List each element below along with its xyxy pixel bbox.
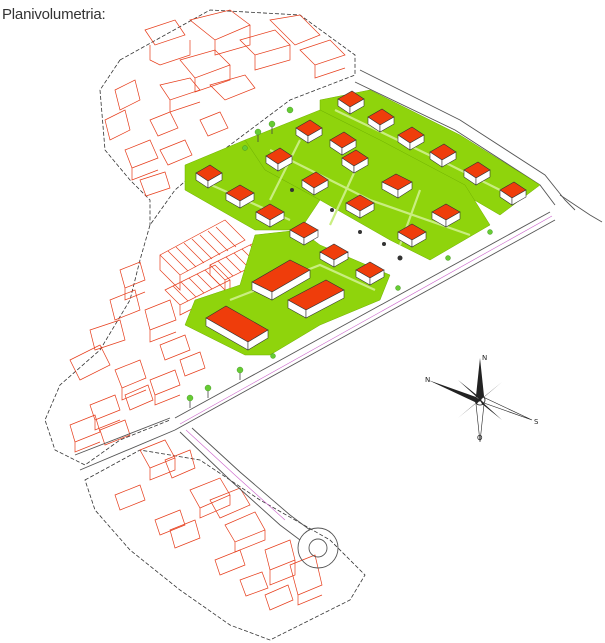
compass-label-n: N xyxy=(482,354,487,362)
page-title: Planivolumetria: xyxy=(2,6,106,23)
house-20 xyxy=(319,243,349,268)
long-building-3 xyxy=(205,305,269,351)
house-8 xyxy=(329,131,357,156)
long-building-1 xyxy=(251,259,311,301)
house-14 xyxy=(225,184,255,209)
house-2 xyxy=(367,108,395,133)
compass-label-n2: N xyxy=(425,376,430,384)
house-13 xyxy=(381,173,413,199)
compass-label-o: O xyxy=(477,434,483,442)
existing-area-boundary xyxy=(44,9,366,641)
house-17 xyxy=(255,203,285,228)
house-10 xyxy=(341,149,369,174)
house-18 xyxy=(289,221,319,246)
trees xyxy=(186,106,493,402)
house-9 xyxy=(265,147,293,172)
house-11 xyxy=(195,164,223,189)
house-21 xyxy=(355,261,385,286)
new-buildings xyxy=(195,90,527,351)
house-15 xyxy=(345,194,375,219)
house-3 xyxy=(397,126,425,151)
compass-rose-icon: N O N S xyxy=(425,354,539,443)
house-12 xyxy=(301,171,329,196)
compass-label-s: S xyxy=(534,418,539,426)
existing-buildings xyxy=(69,9,346,611)
house-1 xyxy=(337,90,365,115)
parking xyxy=(290,188,403,261)
house-5 xyxy=(463,161,491,186)
house-7 xyxy=(295,119,323,144)
tree-trunks xyxy=(189,127,273,408)
house-16 xyxy=(431,203,461,228)
long-building-2 xyxy=(287,279,345,319)
property-line xyxy=(179,215,553,521)
house-4 xyxy=(429,143,457,168)
roads xyxy=(74,69,603,569)
house-19 xyxy=(397,223,427,248)
house-6 xyxy=(499,181,527,206)
